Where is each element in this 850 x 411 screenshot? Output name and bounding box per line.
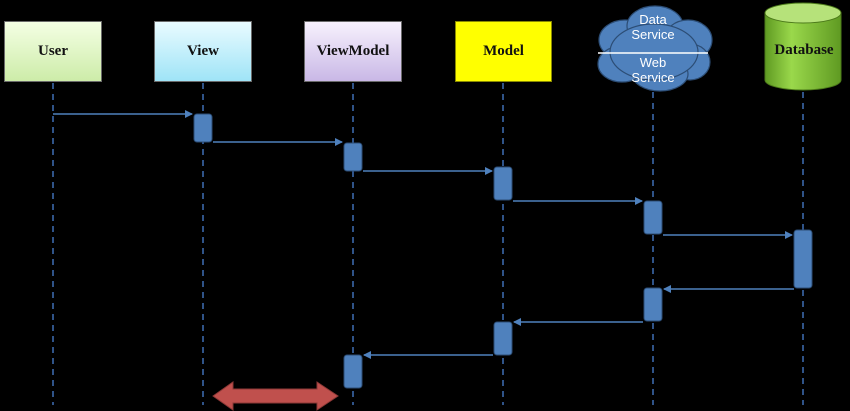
activation-service-2 xyxy=(643,287,663,322)
web-service-label: Web Service xyxy=(631,55,675,85)
activation-view xyxy=(193,113,213,143)
activation-viewmodel-2 xyxy=(343,354,363,389)
activation-model-2 xyxy=(493,321,513,356)
binding-double-arrow xyxy=(212,381,339,411)
activations xyxy=(193,113,813,389)
activation-service-1 xyxy=(643,200,663,235)
participant-model-label: Model xyxy=(483,43,524,59)
participant-model: Model xyxy=(455,21,552,82)
database-icon xyxy=(764,2,842,91)
participant-database-label: Database xyxy=(774,42,834,58)
activation-database xyxy=(793,229,813,289)
data-service-label: Data Service xyxy=(631,12,675,42)
cloud-icon xyxy=(597,5,713,92)
participant-user-label: User xyxy=(38,43,68,59)
participant-user: User xyxy=(4,21,102,82)
activation-viewmodel-1 xyxy=(343,142,363,172)
participant-viewmodel-label: ViewModel xyxy=(316,43,390,59)
lifelines xyxy=(52,83,804,405)
messages xyxy=(53,110,794,359)
activation-model-1 xyxy=(493,166,513,201)
participant-view: View xyxy=(154,21,252,82)
participant-view-label: View xyxy=(187,43,219,59)
participant-viewmodel: ViewModel xyxy=(304,21,402,82)
